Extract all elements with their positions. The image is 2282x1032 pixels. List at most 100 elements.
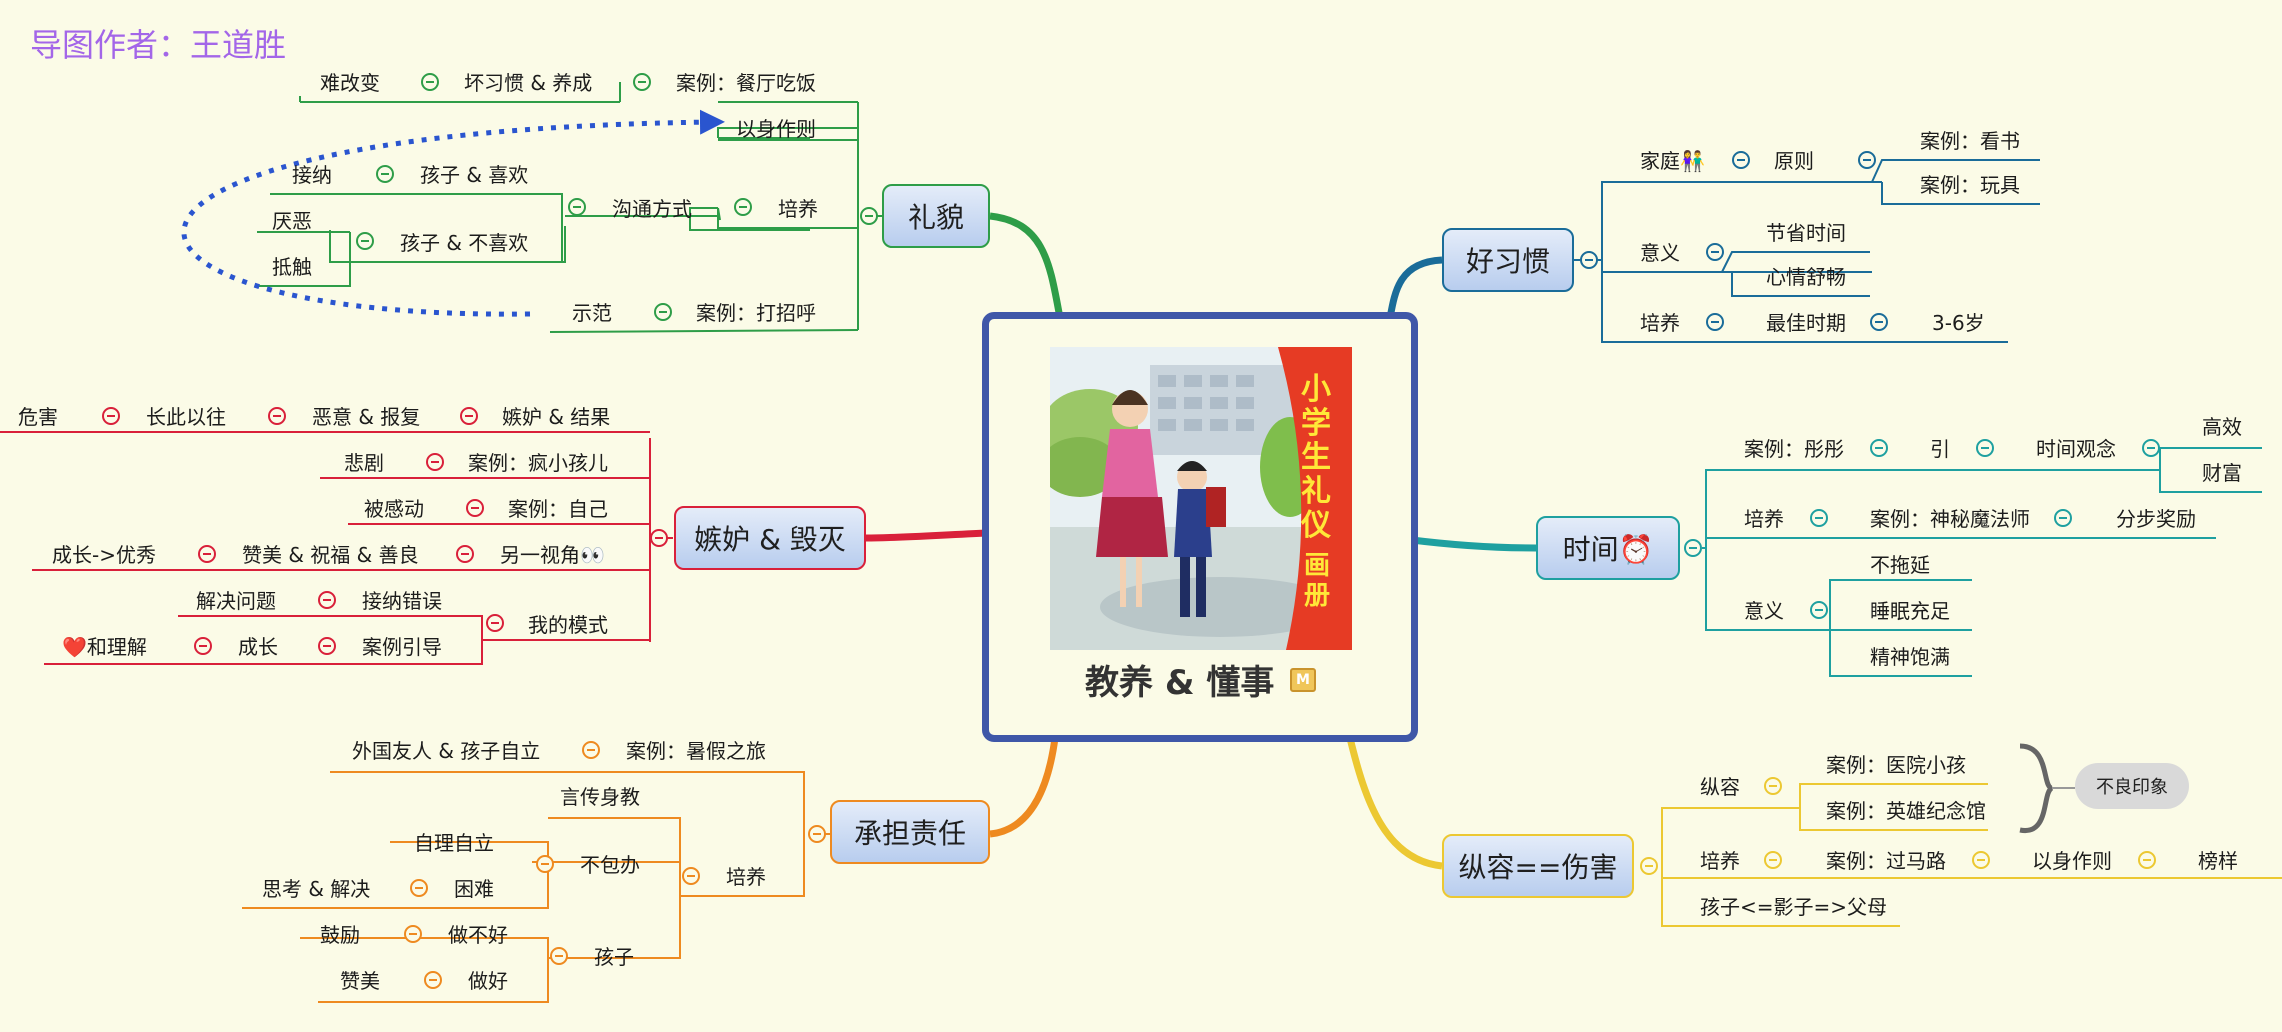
node-zongrong-9[interactable]: 孩子<=影子=>父母: [1700, 895, 1888, 919]
node-chengdan-12[interactable]: 赞美: [340, 969, 380, 993]
collapse-icon[interactable]: [2138, 851, 2156, 869]
node-jidu-13[interactable]: 接纳错误: [362, 589, 442, 613]
collapse-icon[interactable]: [1706, 243, 1724, 261]
node-zongrong-6[interactable]: 案例：过马路: [1826, 849, 1946, 873]
node-chengdan-5[interactable]: 不包办: [580, 853, 640, 877]
node-haoxiguan-5[interactable]: 意义: [1640, 241, 1680, 265]
collapse-icon[interactable]: [102, 407, 120, 425]
collapse-icon[interactable]: [1810, 601, 1828, 619]
collapse-icon[interactable]: [536, 855, 554, 873]
summary-bubble[interactable]: 不良印象: [2075, 763, 2189, 809]
node-chengdan-1[interactable]: 外国友人 & 孩子自立: [352, 739, 541, 763]
collapse-icon[interactable]: [1706, 313, 1724, 331]
collapse-icon[interactable]: [633, 73, 651, 91]
node-liyao-5[interactable]: 接纳: [292, 163, 332, 187]
node-zongrong-8[interactable]: 榜样: [2198, 849, 2238, 873]
collapse-icon[interactable]: [486, 614, 504, 632]
node-chengdan-2[interactable]: 案例：暑假之旅: [626, 739, 766, 763]
collapse-icon[interactable]: [568, 198, 586, 216]
collapse-icon[interactable]: [194, 637, 212, 655]
collapse-icon[interactable]: [198, 545, 216, 563]
node-haoxiguan-6[interactable]: 节省时间: [1766, 221, 1846, 245]
collapse-icon[interactable]: [376, 165, 394, 183]
node-jidu-16[interactable]: 成长: [238, 635, 278, 659]
collapse-icon[interactable]: [404, 925, 422, 943]
topic-chengdan[interactable]: 承担责任: [830, 800, 990, 864]
note-icon[interactable]: M: [1290, 668, 1316, 692]
collapse-icon[interactable]: [1732, 151, 1750, 169]
node-jidu-4[interactable]: 嫉妒 & 结果: [502, 405, 611, 429]
node-liyao-1[interactable]: 难改变: [320, 71, 380, 95]
collapse-icon[interactable]: [1870, 439, 1888, 457]
node-haoxiguan-7[interactable]: 心情舒畅: [1766, 265, 1846, 289]
collapse-icon[interactable]: [456, 545, 474, 563]
node-jidu-15[interactable]: ❤️和理解: [62, 635, 147, 659]
node-liyao-3[interactable]: 案例：餐厅吃饭: [676, 71, 816, 95]
collapse-icon[interactable]: [1858, 151, 1876, 169]
node-shijian-11[interactable]: 睡眠充足: [1870, 599, 1950, 623]
node-haoxiguan-9[interactable]: 最佳时期: [1766, 311, 1846, 335]
node-shijian-9[interactable]: 不拖延: [1870, 553, 1930, 577]
collapse-icon[interactable]: [421, 73, 439, 91]
node-chengdan-13[interactable]: 做好: [468, 969, 508, 993]
node-zongrong-7[interactable]: 以身作则: [2032, 849, 2112, 873]
node-jidu-8[interactable]: 案例：自己: [508, 497, 608, 521]
node-jidu-9[interactable]: 成长->优秀: [52, 543, 156, 567]
node-chengdan-9[interactable]: 鼓励: [320, 923, 360, 947]
collapse-icon[interactable]: [1640, 857, 1658, 875]
node-shijian-6[interactable]: 培养: [1744, 507, 1784, 531]
collapse-icon[interactable]: [318, 637, 336, 655]
node-haoxiguan-8[interactable]: 培养: [1640, 311, 1680, 335]
node-zongrong-3[interactable]: 案例：英雄纪念馆: [1826, 799, 1986, 823]
collapse-icon[interactable]: [466, 499, 484, 517]
topic-zongrong[interactable]: 纵容==伤害: [1442, 834, 1634, 898]
topic-shijian[interactable]: 时间⏰: [1536, 516, 1680, 580]
node-zongrong-1[interactable]: 案例：医院小孩: [1826, 753, 1966, 777]
node-zongrong-5[interactable]: 培养: [1700, 849, 1740, 873]
node-haoxiguan-10[interactable]: 3-6岁: [1932, 311, 1985, 335]
node-jidu-17[interactable]: 案例引导: [362, 635, 442, 659]
node-shijian-3[interactable]: 时间观念: [2036, 437, 2116, 461]
topic-jidu[interactable]: 嫉妒 & 毁灭: [674, 506, 866, 570]
collapse-icon[interactable]: [1580, 251, 1598, 269]
collapse-icon[interactable]: [268, 407, 286, 425]
collapse-icon[interactable]: [410, 879, 428, 897]
collapse-icon[interactable]: [682, 867, 700, 885]
collapse-icon[interactable]: [426, 453, 444, 471]
node-jidu-14[interactable]: 我的模式: [528, 613, 608, 637]
collapse-icon[interactable]: [654, 303, 672, 321]
node-liyao-6[interactable]: 孩子 & 喜欢: [420, 163, 529, 187]
node-jidu-10[interactable]: 赞美 & 祝福 & 善良: [242, 543, 419, 567]
node-shijian-10[interactable]: 意义: [1744, 599, 1784, 623]
node-chengdan-7[interactable]: 思考 & 解决: [262, 877, 371, 901]
node-zongrong-2[interactable]: 纵容: [1700, 775, 1740, 799]
collapse-icon[interactable]: [1764, 777, 1782, 795]
node-liyao-2[interactable]: 坏习惯 & 养成: [464, 71, 593, 95]
node-jidu-3[interactable]: 恶意 & 报复: [312, 405, 421, 429]
node-chengdan-6[interactable]: 培养: [726, 865, 766, 889]
node-haoxiguan-3[interactable]: 案例：看书: [1920, 129, 2020, 153]
node-shijian-5[interactable]: 财富: [2202, 461, 2242, 485]
node-jidu-7[interactable]: 被感动: [364, 497, 424, 521]
node-liyao-8[interactable]: 培养: [778, 197, 818, 221]
node-jidu-12[interactable]: 解决问题: [196, 589, 276, 613]
collapse-icon[interactable]: [1684, 539, 1702, 557]
collapse-icon[interactable]: [2054, 509, 2072, 527]
node-liyao-13[interactable]: 案例：打招呼: [696, 301, 816, 325]
node-liyao-10[interactable]: 孩子 & 不喜欢: [400, 231, 529, 255]
node-liyao-7[interactable]: 沟通方式: [612, 197, 692, 221]
node-haoxiguan-4[interactable]: 案例：玩具: [1920, 173, 2020, 197]
collapse-icon[interactable]: [1764, 851, 1782, 869]
collapse-icon[interactable]: [734, 198, 752, 216]
node-shijian-1[interactable]: 案例：彤彤: [1744, 437, 1844, 461]
collapse-icon[interactable]: [1810, 509, 1828, 527]
node-shijian-7[interactable]: 案例：神秘魔法师: [1870, 507, 2030, 531]
collapse-icon[interactable]: [1972, 851, 1990, 869]
node-jidu-11[interactable]: 另一视角👀: [500, 543, 605, 567]
collapse-icon[interactable]: [356, 232, 374, 250]
collapse-icon[interactable]: [582, 741, 600, 759]
node-jidu-5[interactable]: 悲剧: [344, 451, 384, 475]
collapse-icon[interactable]: [460, 407, 478, 425]
node-liyao-12[interactable]: 示范: [572, 301, 612, 325]
node-chengdan-8[interactable]: 困难: [454, 877, 494, 901]
